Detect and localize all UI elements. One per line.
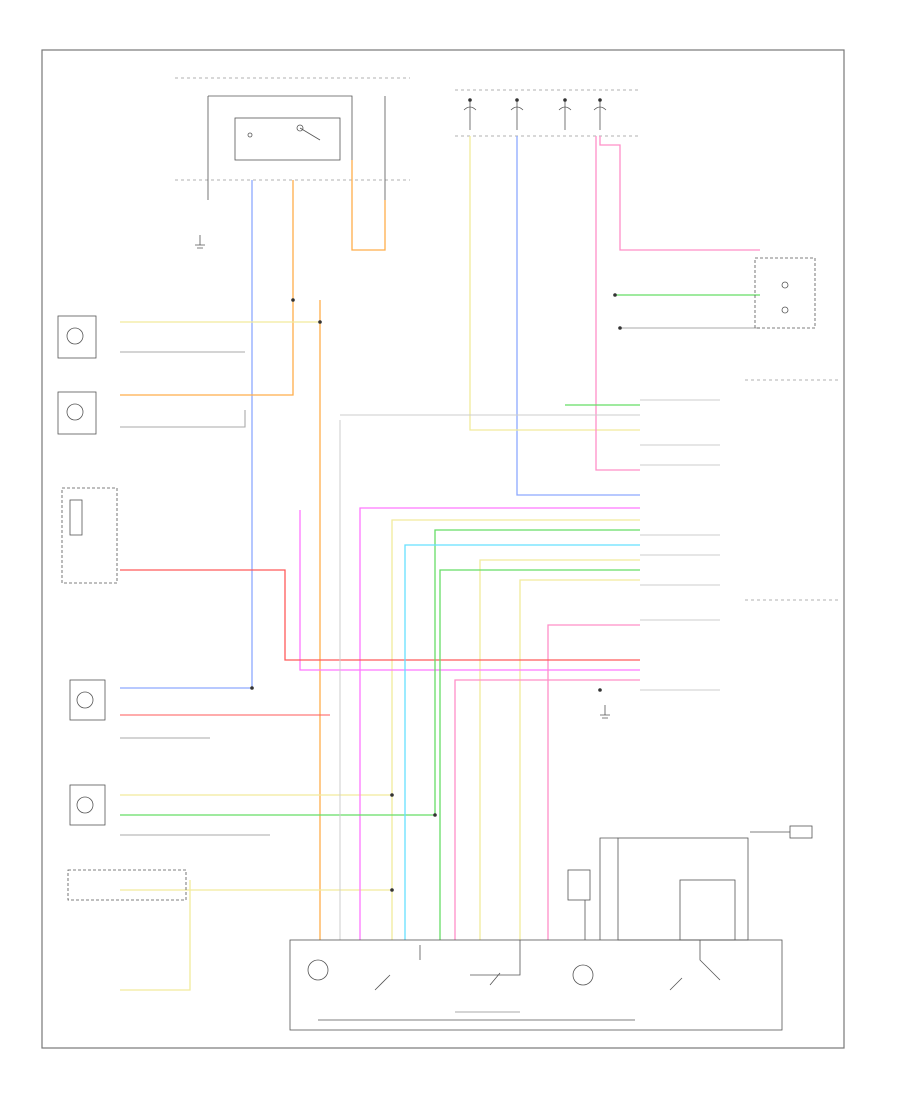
headlamp-switch-connector <box>61 487 118 584</box>
splice-dots <box>250 98 622 892</box>
wire-blue <box>120 180 253 689</box>
multifunction-switch <box>754 257 816 329</box>
right-front-park-lamp <box>57 391 97 435</box>
wire-pink-long <box>595 136 640 471</box>
wire-red <box>120 569 640 661</box>
sensor-connector <box>67 869 187 901</box>
ambient-sensor <box>567 869 591 940</box>
right-headlamp <box>69 784 106 826</box>
headlamp-relay <box>207 95 386 200</box>
ground-symbols <box>195 235 610 719</box>
wire-magenta <box>359 507 640 940</box>
wire-tan-2 <box>479 559 640 940</box>
wire-green-2 <box>439 569 640 940</box>
wire-yellow-long <box>391 519 640 940</box>
wire-pink-3 <box>547 624 640 940</box>
wire-yellow-right <box>469 136 640 431</box>
diagram-frame <box>41 49 845 1049</box>
wire-magenta-2 <box>299 510 640 671</box>
wire-tan-3 <box>519 579 640 940</box>
connector-c2 <box>640 464 720 536</box>
lighting-control-module <box>289 939 783 1031</box>
wire-black-2 <box>120 410 246 428</box>
wire-green-long <box>120 529 640 816</box>
connector-c1 <box>640 399 720 446</box>
fuse-panel-right <box>463 100 607 130</box>
wire-yellow-bl <box>120 880 191 991</box>
connector-c3 <box>640 554 720 586</box>
wire-cyan <box>404 544 640 940</box>
left-headlamp <box>69 679 106 721</box>
wire-orange-left <box>120 180 294 396</box>
left-front-park-lamp <box>57 315 97 359</box>
sensor-block-right <box>599 837 749 941</box>
wire-orange-red <box>351 160 386 251</box>
wire-pink-right <box>599 136 760 251</box>
wire-blue-right <box>516 136 640 496</box>
connector-c4 <box>640 619 720 691</box>
module-lead-box <box>789 825 813 839</box>
wire-pink-4 <box>454 679 640 940</box>
